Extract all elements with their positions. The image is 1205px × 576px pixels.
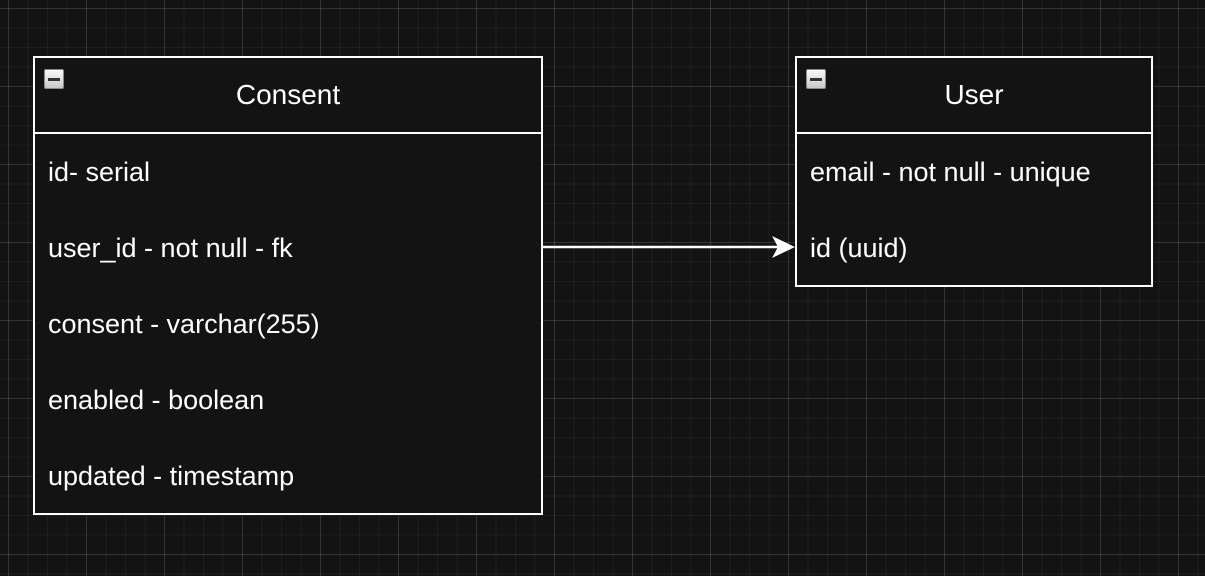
user-entity-header[interactable]: User (797, 58, 1151, 134)
field-list: id- serial user_id - not null - fk conse… (35, 134, 541, 514)
field-id[interactable]: id- serial (48, 157, 151, 187)
field-id-uuid[interactable]: id (uuid) (810, 233, 908, 263)
collapse-icon[interactable] (44, 69, 64, 89)
entity-title: User (944, 79, 1004, 110)
field-user-id[interactable]: user_id - not null - fk (48, 233, 293, 263)
user-entity[interactable]: User email - not null - unique id (uuid) (795, 56, 1153, 287)
consent-entity[interactable]: Consent id- serial user_id - not null - … (33, 56, 543, 515)
consent-entity-header[interactable]: Consent (35, 58, 541, 134)
collapse-icon[interactable] (806, 69, 826, 89)
entity-title: Consent (235, 79, 341, 110)
field-list: email - not null - unique id (uuid) (797, 134, 1151, 286)
field-email[interactable]: email - not null - unique (810, 157, 1091, 187)
field-consent[interactable]: consent - varchar(255) (48, 309, 320, 339)
field-enabled[interactable]: enabled - boolean (48, 385, 265, 415)
field-updated[interactable]: updated - timestamp (48, 461, 295, 491)
arrowhead-icon (772, 236, 795, 258)
